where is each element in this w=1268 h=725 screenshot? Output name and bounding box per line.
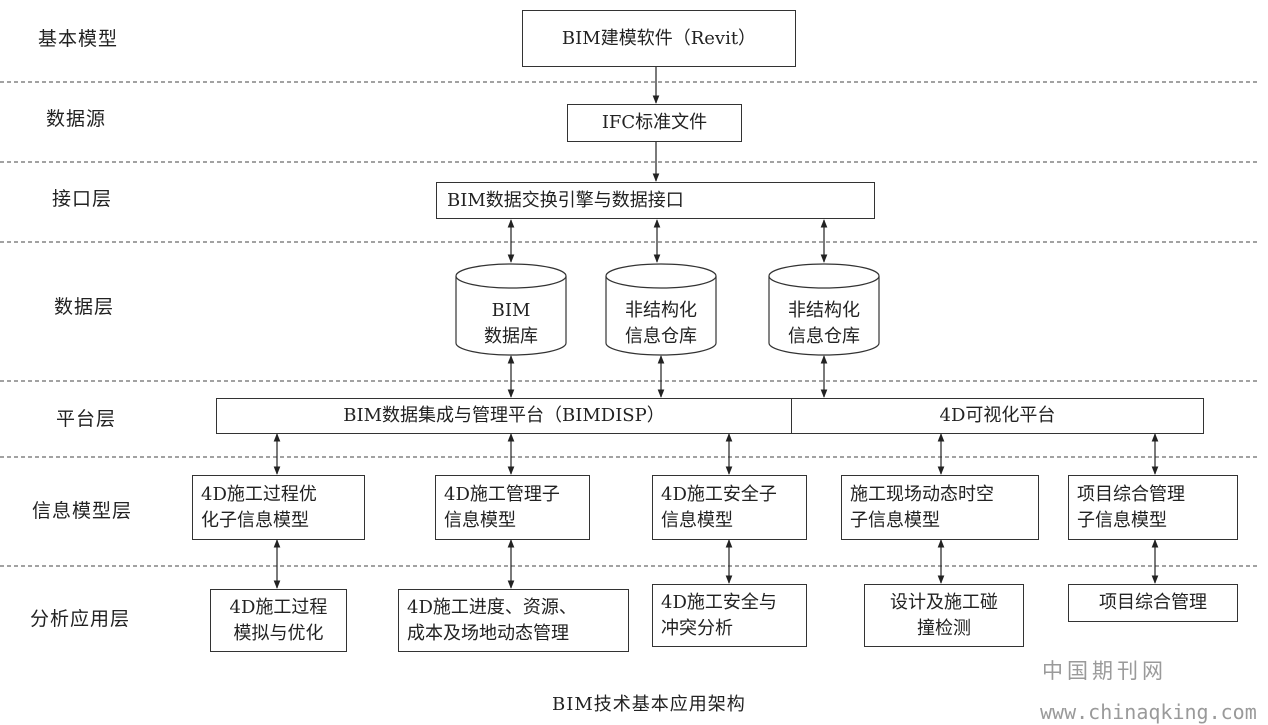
cylinder-bim-db [455,263,567,356]
watermark-url[interactable]: www.chinaqking.com [1040,700,1257,724]
unstructured-repo-2-label: 非结构化 信息仓库 [788,300,860,347]
bimdisp-platform-box: BIM数据集成与管理平台（BIMDISP） [216,398,792,434]
info-model-construction-management: 4D施工管理子信息模型 [435,475,590,540]
ifc-file-box: IFC标准文件 [567,104,742,142]
unstructured-repo-1-label: 非结构化 信息仓库 [625,300,697,347]
data-exchange-engine-box: BIM数据交换引擎与数据接口 [436,182,875,219]
layer-separators [0,81,1260,567]
revit-software-box: BIM建模软件（Revit） [522,10,796,67]
app-clash-detection: 设计及施工碰撞检测 [864,584,1024,647]
cylinder-unstructured-1 [605,263,717,356]
bim-database-label: BIM 数据库 [484,300,538,347]
info-model-site-dynamic-spatiotemporal: 施工现场动态时空子信息模型 [841,475,1039,540]
watermark-name: 中国期刊网 [1042,659,1167,683]
app-process-simulation: 4D施工过程模拟与优化 [210,589,347,652]
layer-label-basic-model: 基本模型 [38,28,119,50]
layer-label-data: 数据层 [54,296,115,318]
cylinder-unstructured-2 [768,263,880,356]
layer-label-interface: 接口层 [52,188,113,210]
info-model-construction-safety: 4D施工安全子信息模型 [652,475,807,540]
info-model-process-optimization: 4D施工过程优化子信息模型 [192,475,365,540]
layer-label-data-source: 数据源 [46,108,107,130]
app-safety-conflict-analysis: 4D施工安全与冲突分析 [652,584,807,647]
layer-label-application: 分析应用层 [30,608,131,630]
app-project-management: 项目综合管理 [1068,584,1238,622]
layer-label-info-model: 信息模型层 [32,500,133,522]
layer-label-platform: 平台层 [56,408,117,430]
figure-caption: BIM技术基本应用架构 [552,694,746,715]
4d-visualization-platform-box: 4D可视化平台 [791,398,1204,434]
app-schedule-resource-cost-management: 4D施工进度、资源、成本及场地动态管理 [398,589,629,652]
info-model-project-management: 项目综合管理子信息模型 [1068,475,1238,540]
